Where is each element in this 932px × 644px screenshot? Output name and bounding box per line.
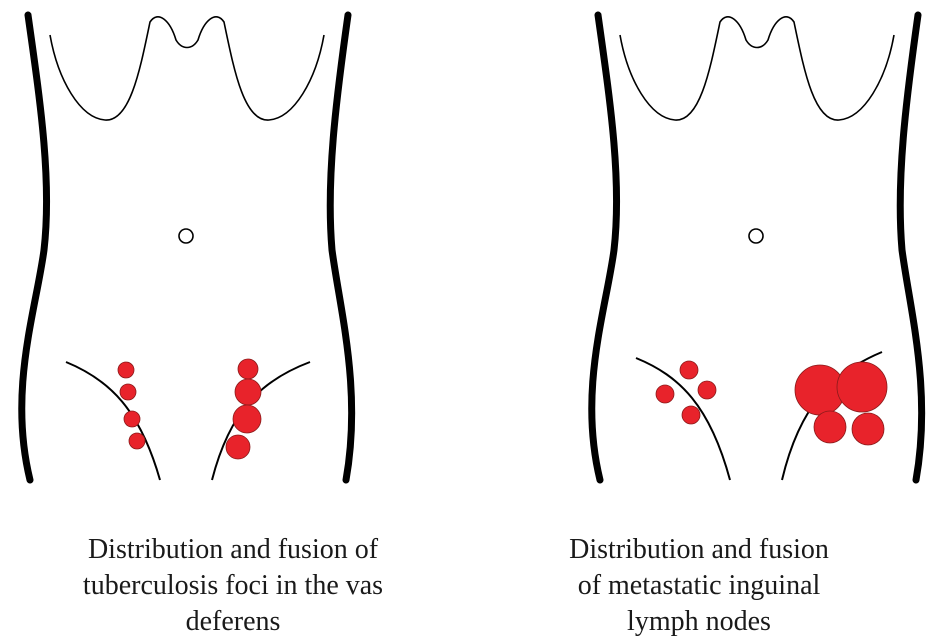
lymph-node <box>837 362 887 412</box>
panel-inguinal-lymph-nodes: Distribution and fusion of metastatic in… <box>466 0 932 644</box>
caption-line: lymph nodes <box>466 604 932 640</box>
lymph-node <box>814 411 846 443</box>
navel-icon <box>749 229 763 243</box>
focus-node <box>233 405 261 433</box>
caption-left: Distribution and fusion of tuberculosis … <box>0 532 466 640</box>
focus-node <box>235 379 261 405</box>
caption-line: of metastatic inguinal <box>466 568 932 604</box>
ribcage-outline <box>620 17 894 120</box>
inguinal-line-left <box>66 362 160 480</box>
caption-line: Distribution and fusion <box>466 532 932 568</box>
lymph-nodes-right <box>795 362 887 445</box>
torso-left-side <box>592 15 617 480</box>
navel-icon <box>179 229 193 243</box>
torso-left-side <box>22 15 47 480</box>
tuberculosis-foci-right <box>226 359 261 459</box>
torso-right-side <box>330 15 351 480</box>
focus-node <box>226 435 250 459</box>
caption-right: Distribution and fusion of metastatic in… <box>466 532 932 640</box>
lymph-node <box>656 385 674 403</box>
lymph-node <box>680 361 698 379</box>
focus-node <box>120 384 136 400</box>
torso-diagram-right <box>466 0 932 520</box>
caption-line: tuberculosis foci in the vas <box>0 568 466 604</box>
focus-node <box>124 411 140 427</box>
caption-line: Distribution and fusion of <box>0 532 466 568</box>
focus-node <box>118 362 134 378</box>
torso-diagram-left <box>0 0 466 520</box>
torso-right-side <box>900 15 921 480</box>
lymph-node <box>682 406 700 424</box>
lymph-node <box>852 413 884 445</box>
tuberculosis-foci-left <box>118 362 145 449</box>
panel-vas-deferens-tuberculosis: Distribution and fusion of tuberculosis … <box>0 0 466 644</box>
caption-line: deferens <box>0 604 466 640</box>
lymph-node <box>698 381 716 399</box>
focus-node <box>238 359 258 379</box>
focus-node <box>129 433 145 449</box>
ribcage-outline <box>50 17 324 120</box>
